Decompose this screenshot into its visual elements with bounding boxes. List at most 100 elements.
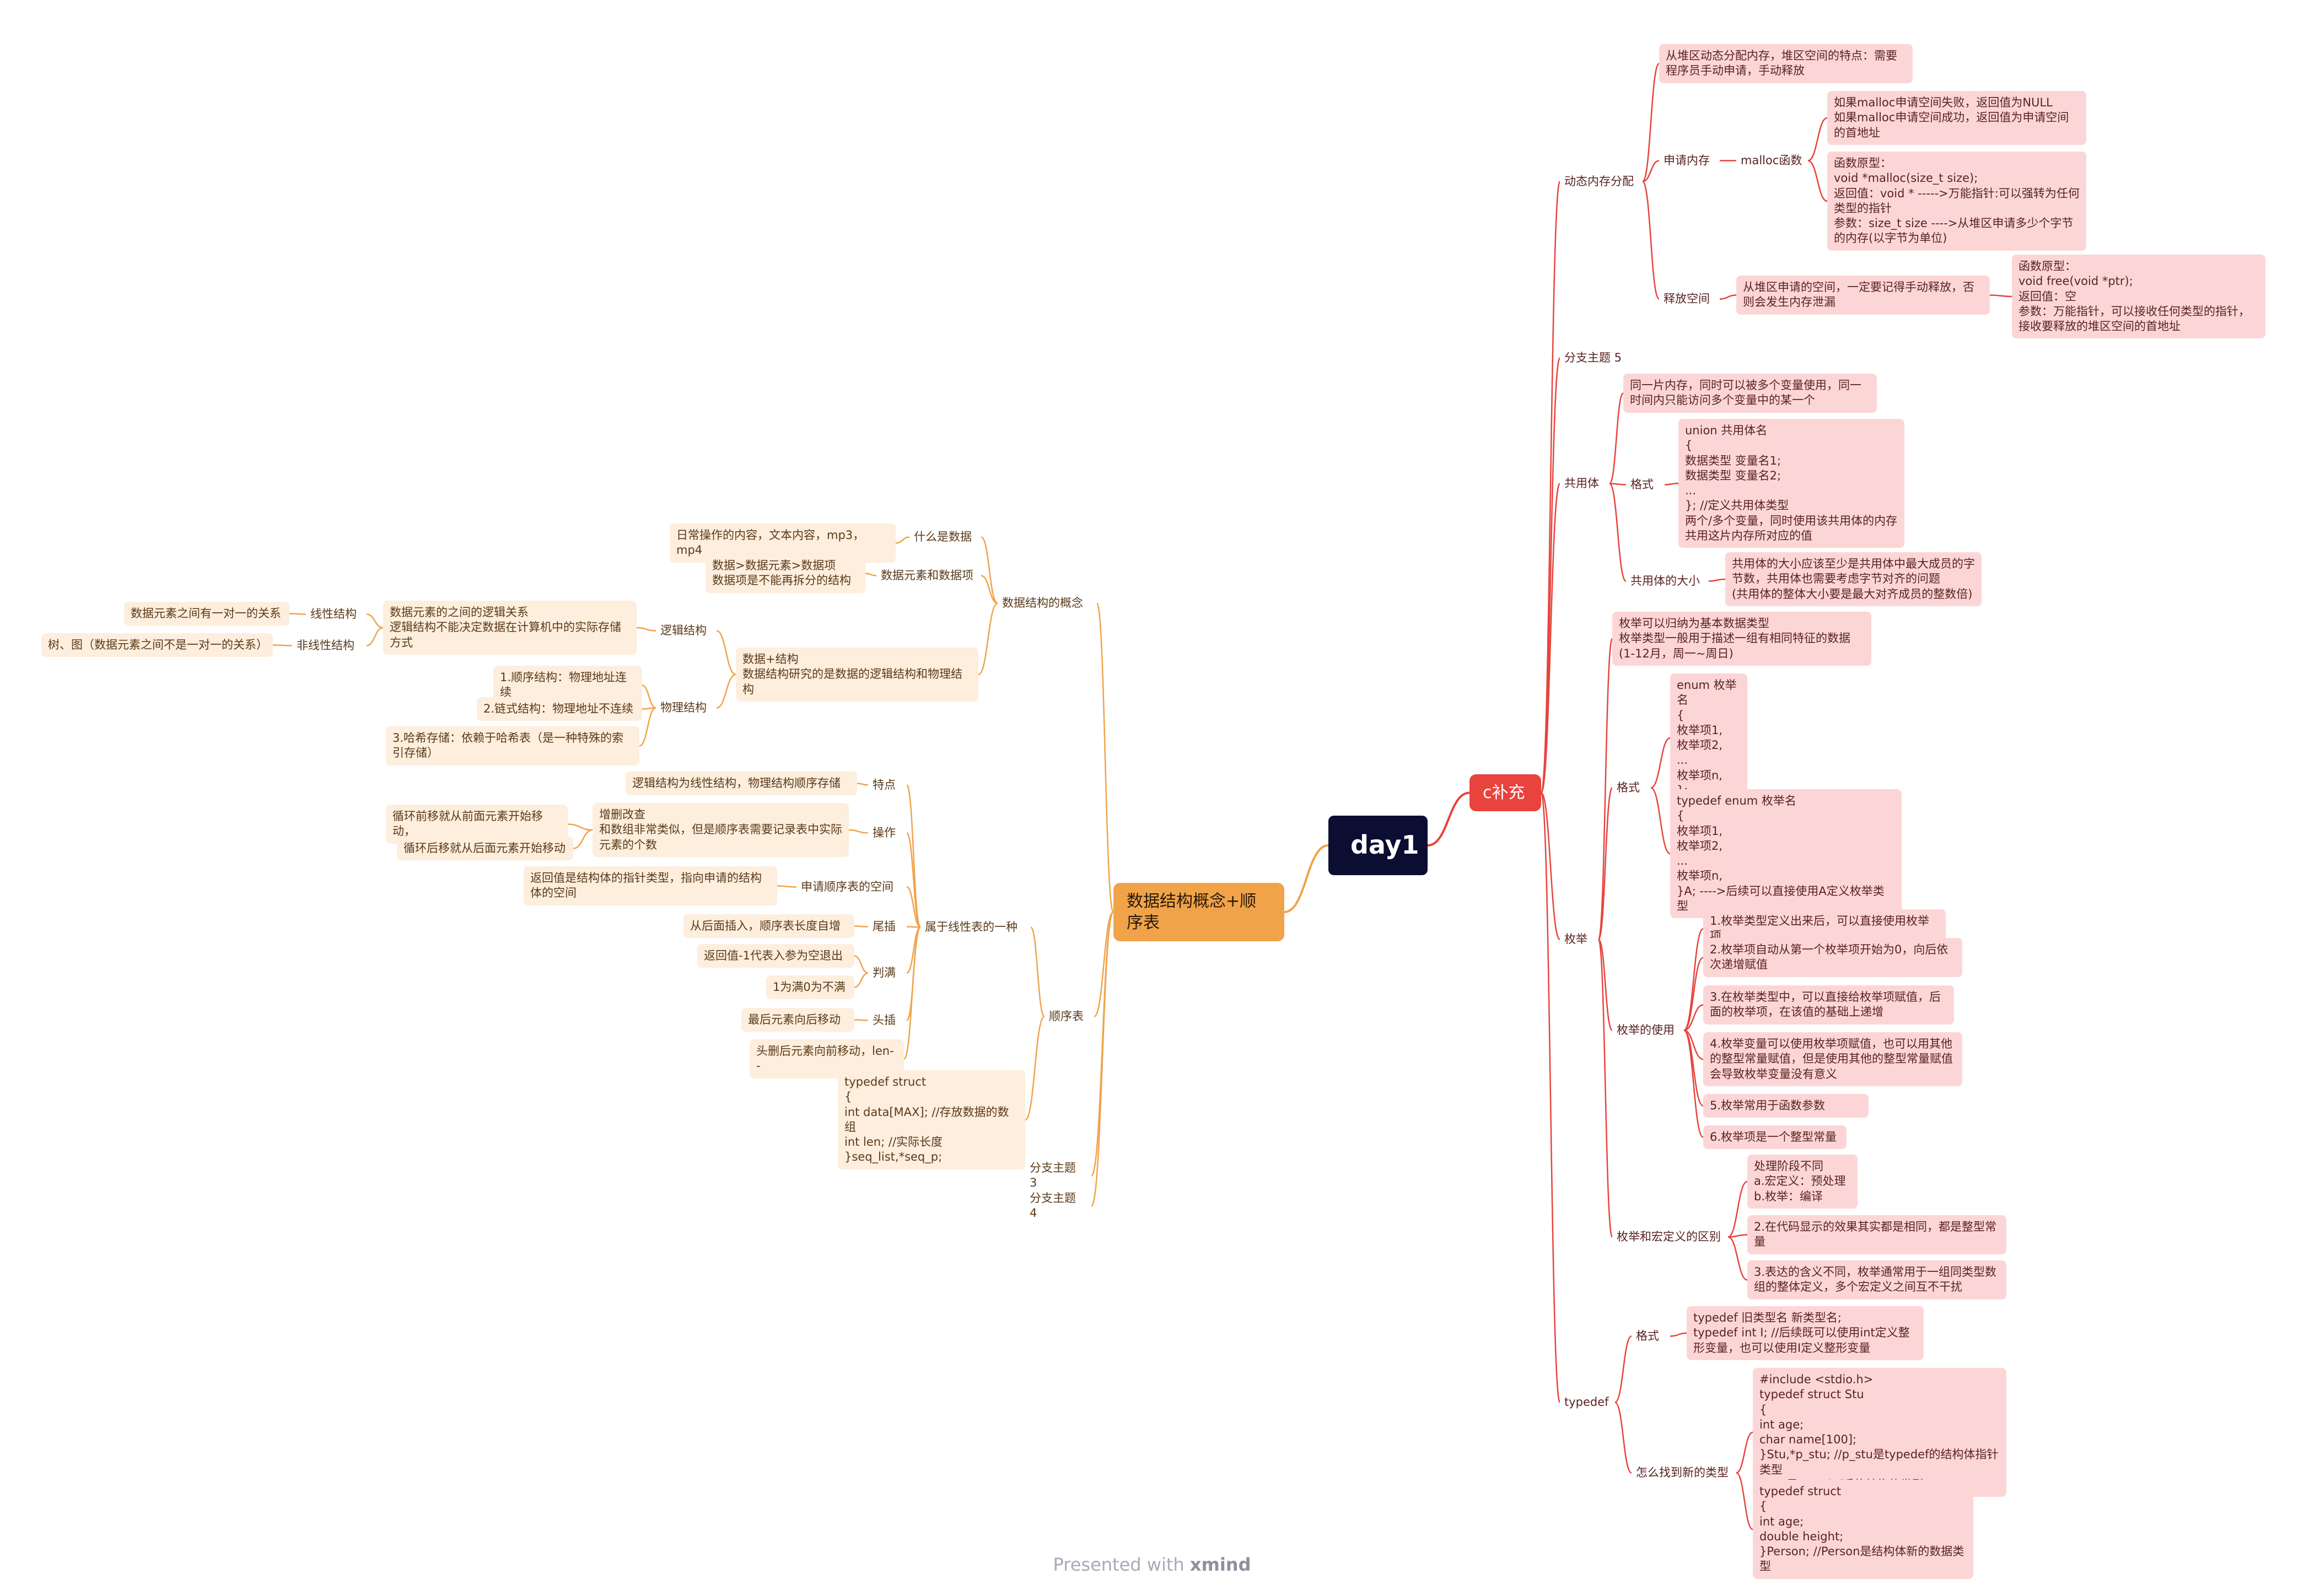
topic-tail-insert[interactable]: 尾插 (873, 920, 896, 933)
topic-data-structure[interactable]: 数据结构概念+顺序表 (1113, 883, 1284, 941)
connector (906, 832, 922, 928)
topic-apply-space[interactable]: 申请顺序表的空间 (801, 880, 893, 893)
connector (848, 829, 869, 834)
connector (639, 707, 656, 747)
topic-linear-list-kind[interactable]: 属于线性表的一种 (925, 920, 1018, 934)
topic-data-element[interactable]: 数据元素和数据项 (881, 569, 973, 582)
note-enum-use-3: 3.在枚举类型中，可以直接给枚举项赋值，后面的枚举项，在该值的基础上递增 (1703, 985, 1954, 1025)
connector (1683, 957, 1704, 1031)
topic-typedef-format[interactable]: 格式 (1636, 1329, 1659, 1342)
connector (1597, 939, 1613, 1238)
connector (1807, 160, 1828, 202)
connector (1683, 1029, 1704, 1138)
note-operation: 增删改查 和数组非常类似，但是顺序表需要记录表中实际元素的个数 (593, 803, 849, 857)
topic-operation[interactable]: 操作 (873, 826, 896, 839)
topic-what-is-data[interactable]: 什么是数据 (914, 530, 972, 543)
topic-free-space[interactable]: 释放空间 (1664, 292, 1710, 305)
connector (777, 885, 797, 888)
topic-feature[interactable]: 特点 (873, 778, 896, 791)
footer-presented-with: Presented with xmind (0, 1554, 2304, 1575)
note-head-delete: 头删后元素向前移动，len-- (750, 1039, 904, 1079)
note-diff-effect: 2.在代码显示的效果其实都是相同，都是整型常量 (1747, 1215, 2006, 1254)
topic-enum-format[interactable]: 格式 (1617, 781, 1640, 794)
note-apply-space: 返回值是结构体的指针类型，指向申请的结构体的空间 (524, 866, 777, 905)
note-enum-use-5: 5.枚举常用于函数参数 (1703, 1094, 1869, 1118)
topic-typedef[interactable]: typedef (1564, 1395, 1609, 1409)
connector (573, 829, 593, 849)
topic-dynamic-memory[interactable]: 动态内存分配 (1564, 175, 1634, 188)
topic-malloc[interactable]: malloc函数 (1741, 154, 1802, 167)
note-diff-stage: 处理阶段不同 a.宏定义：预处理 b.枚举：编译 (1747, 1155, 1858, 1209)
topic-apply-memory[interactable]: 申请内存 (1664, 154, 1710, 167)
connector (1736, 1431, 1753, 1474)
topic-ds-concept[interactable]: 数据结构的概念 (1002, 596, 1083, 610)
note-physical-3: 3.哈希存储：依赖于哈希表（是一种特殊的索引存储） (386, 726, 639, 765)
topic-enum-vs-macro[interactable]: 枚举和宏定义的区别 (1617, 1230, 1721, 1243)
topic-union-format[interactable]: 格式 (1630, 478, 1654, 491)
topic-physical-structure[interactable]: 物理结构 (660, 701, 707, 714)
connector (981, 575, 998, 604)
connector (1989, 294, 2012, 298)
connector (857, 783, 869, 786)
connector (1727, 1236, 1748, 1281)
connector (1030, 926, 1046, 1017)
note-judge-empty: 返回值-1代表入参为空退出 (697, 944, 854, 968)
topic-nonlinear-structure[interactable]: 非线性结构 (297, 639, 354, 652)
note-data-element: 数据>数据元素>数据项 数据项是不能再拆分的结构 (706, 554, 865, 593)
topic-seq-list[interactable]: 顺序表 (1049, 1010, 1084, 1023)
connector (636, 627, 656, 632)
connector (1284, 844, 1329, 913)
connector (978, 602, 998, 676)
connector (1641, 181, 1660, 300)
connector (1090, 911, 1115, 1207)
connector (1025, 1016, 1045, 1121)
connector (1608, 392, 1624, 484)
connector (1736, 1472, 1753, 1530)
connector (865, 573, 877, 576)
topic-sub4[interactable]: 分支主题 4 (1030, 1191, 1076, 1220)
connector (1650, 787, 1671, 855)
topic-c-supplement[interactable]: c补充 (1469, 774, 1541, 811)
connector (854, 925, 869, 928)
note-physical-2: 2.链式结构：物理地址不连续 (477, 697, 642, 721)
note-union-def: 同一片内存，同时可以被多个变量使用，同一时间内只能访问多个变量中的某一个 (1623, 374, 1877, 413)
topic-logical-structure[interactable]: 逻辑结构 (660, 624, 707, 637)
connector (1540, 483, 1561, 794)
connector (1609, 483, 1627, 486)
topic-enum[interactable]: 枚举 (1564, 932, 1587, 946)
note-seq-struct-code: typedef struct { int data[MAX]; //存放数据的数… (838, 1070, 1025, 1169)
topic-sub5[interactable]: 分支主题 5 (1564, 351, 1622, 364)
topic-linear-structure[interactable]: 线性结构 (310, 607, 357, 621)
connector (1650, 737, 1671, 789)
note-enum-use-4: 4.枚举变量可以使用枚举项赋值，也可以用其他的整型常量赋值，但是使用其他的整型常… (1703, 1032, 1962, 1086)
connector (1683, 1004, 1704, 1031)
connector (1642, 160, 1660, 182)
connector (1683, 1029, 1704, 1060)
topic-sub3[interactable]: 分支主题 3 (1030, 1161, 1076, 1190)
connector (1807, 117, 1828, 161)
topic-find-new-type[interactable]: 怎么找到新的类型 (1636, 1466, 1729, 1479)
connector (903, 926, 922, 1060)
topic-enum-usage[interactable]: 枚举的使用 (1617, 1023, 1675, 1037)
connector (854, 1019, 869, 1021)
connector (567, 823, 593, 831)
connector (1683, 928, 1704, 1031)
connector (1597, 939, 1613, 1031)
topic-judge-full[interactable]: 判满 (873, 966, 896, 979)
connector (642, 684, 656, 709)
note-enum-format-a: enum 枚举名 { 枚举项1, 枚举项2, ... 枚举项n, }; (1670, 673, 1747, 803)
topic-union[interactable]: 共用体 (1564, 477, 1599, 490)
connector (366, 613, 384, 629)
connector (272, 644, 293, 646)
note-feature: 逻辑结构为线性结构，物理结构顺序存储 (626, 772, 857, 796)
topic-head-insert[interactable]: 头插 (873, 1013, 896, 1027)
topic-union-size[interactable]: 共用体的大小 (1630, 574, 1700, 587)
connector (1670, 1332, 1687, 1337)
connector (1540, 357, 1561, 794)
connector (1708, 578, 1726, 582)
note-judge-full: 1为满0为不满 (766, 975, 854, 1000)
xmind-brand: xmind (1189, 1554, 1251, 1575)
root-topic[interactable]: day1 (1328, 816, 1428, 875)
note-malloc-proto: 函数原型： void *malloc(size_t size); 返回值：voi… (1827, 152, 2086, 251)
